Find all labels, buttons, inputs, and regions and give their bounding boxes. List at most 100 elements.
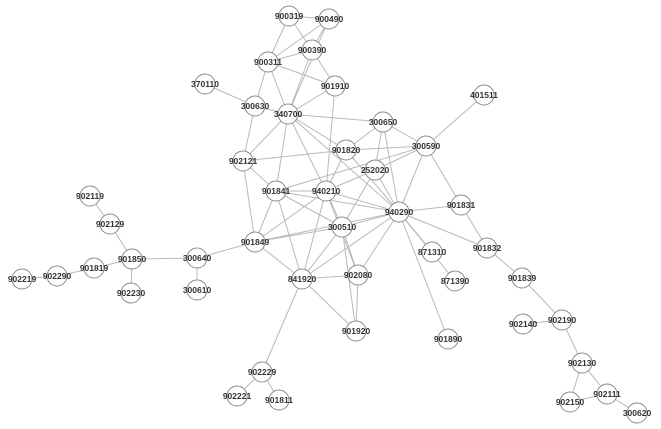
node-circle: [626, 402, 648, 424]
node-circle: [324, 75, 346, 97]
node-circle: [121, 248, 143, 270]
node-circle: [257, 51, 279, 73]
node-circle: [596, 383, 618, 405]
node-902219: 902219: [8, 268, 36, 290]
node-940210: 940210: [312, 180, 341, 202]
node-901849: 901849: [241, 231, 269, 253]
node-label: 340700: [274, 109, 303, 119]
node-circle: [79, 185, 101, 207]
node-circle: [244, 231, 266, 253]
node-841920: 841920: [288, 268, 317, 290]
node-label: 902119: [76, 191, 104, 201]
node-label: 300590: [412, 141, 441, 151]
node-252020: 252020: [361, 159, 390, 181]
node-300630: 300630: [241, 95, 269, 117]
node-circle: [268, 389, 290, 411]
node-circle: [437, 328, 459, 350]
node-902119: 902119: [76, 185, 104, 207]
node-label: 300620: [623, 408, 652, 418]
node-circle: [335, 139, 357, 161]
node-circle: [99, 213, 121, 235]
node-901832: 901832: [473, 237, 501, 259]
edge-900490-900311: [267, 18, 330, 63]
node-circle: [347, 264, 369, 286]
edge-300590-940290: [398, 145, 427, 213]
node-300620: 300620: [623, 402, 652, 424]
node-label: 940210: [312, 186, 341, 196]
node-circle: [415, 135, 437, 157]
node-label: 300510: [328, 222, 357, 232]
edge-902121-901849: [242, 160, 256, 243]
node-circle: [186, 279, 208, 301]
edge-300510-901849: [254, 226, 343, 243]
node-circle: [232, 150, 254, 172]
edge-940210-940290: [325, 190, 400, 213]
node-label: 841920: [288, 274, 317, 284]
node-label: 902190: [548, 315, 577, 325]
node-901820: 901820: [332, 139, 360, 161]
node-circle: [226, 385, 248, 407]
node-label: 901920: [342, 326, 371, 336]
edge-940290-902080: [357, 211, 400, 276]
edge-940290-841920: [301, 211, 400, 280]
node-label: 300610: [183, 285, 212, 295]
node-900311: 900311: [254, 51, 282, 73]
node-circle: [46, 265, 68, 287]
node-300650: 300650: [369, 111, 398, 133]
node-label: 940290: [385, 207, 414, 217]
node-300510: 300510: [328, 216, 357, 238]
edge-300510-841920: [301, 226, 343, 280]
edge-300590-901820: [345, 145, 427, 151]
node-900319: 900319: [275, 5, 304, 27]
node-circle: [265, 180, 287, 202]
node-circle: [277, 103, 299, 125]
node-circle: [571, 352, 593, 374]
edge-900311-901910: [267, 61, 336, 87]
node-370110: 370110: [191, 73, 219, 95]
edge-300640-901850: [131, 257, 198, 260]
node-label: 900319: [275, 11, 304, 21]
node-label: 900490: [315, 14, 344, 24]
node-circle: [345, 320, 367, 342]
node-circle: [450, 194, 472, 216]
node-circle: [331, 216, 353, 238]
node-300610: 300610: [183, 279, 212, 301]
edge-340700-901841: [275, 113, 289, 192]
node-label: 902130: [568, 358, 597, 368]
edge-252020-300510: [341, 169, 376, 228]
edge-340700-300650: [287, 113, 384, 123]
node-circle: [186, 247, 208, 269]
node-label: 902140: [509, 319, 538, 329]
edge-841920-901920: [301, 278, 357, 332]
edge-340700-901820: [287, 113, 347, 151]
edge-902121-901820: [242, 149, 347, 162]
node-circle: [301, 39, 323, 61]
edge-841920-902229: [261, 278, 303, 373]
node-901841: 901841: [262, 180, 290, 202]
node-940290: 940290: [385, 201, 414, 223]
node-label: 901831: [447, 200, 476, 210]
node-label: 300640: [183, 253, 212, 263]
node-label: 300650: [369, 117, 398, 127]
node-401511: 401511: [470, 84, 498, 106]
node-circle: [11, 268, 33, 290]
node-label: 252020: [361, 165, 390, 175]
node-label: 901850: [118, 254, 147, 264]
node-900390: 900390: [298, 39, 326, 61]
node-label: 902121: [229, 156, 258, 166]
node-label: 902229: [248, 367, 277, 377]
node-label: 902129: [96, 219, 125, 229]
node-circle: [476, 237, 498, 259]
edge-901820-940290: [345, 149, 400, 213]
node-902230: 902230: [117, 282, 145, 304]
node-label: 871310: [418, 247, 447, 257]
node-label: 902111: [593, 389, 621, 399]
node-901920: 901920: [342, 320, 371, 342]
node-902229: 902229: [248, 361, 277, 383]
edge-300590-401511: [425, 94, 485, 147]
node-902130: 902130: [568, 352, 597, 374]
node-circle: [194, 73, 216, 95]
node-label: 370110: [191, 79, 219, 89]
